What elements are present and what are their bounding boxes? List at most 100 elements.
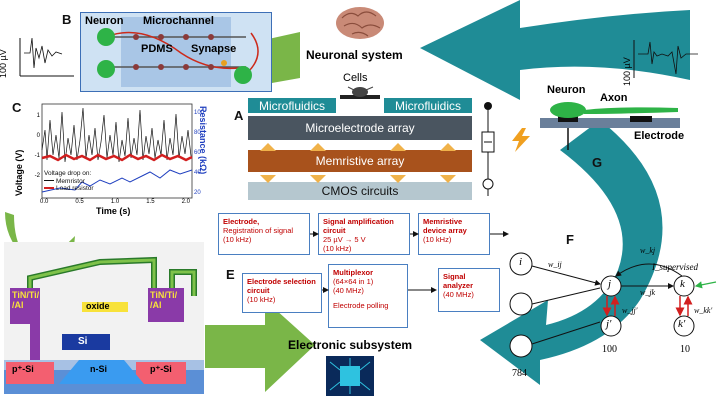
- microelectrode-layer: Microelectrode array: [248, 116, 472, 140]
- panel-c-y2label: Resistance (kΩ): [198, 106, 208, 175]
- flow-box-multiplexor-rate: (40 MHz): [333, 286, 364, 295]
- panel-c-xticks: 0.0 0.5 1.0 1.5 2.0: [40, 199, 190, 205]
- weight-ij: w_ij: [548, 260, 562, 269]
- electronic-subsystem-title: Electronic subsystem: [288, 338, 413, 352]
- panel-d-cross-section: [4, 256, 204, 394]
- flow-box-amplification-title: Signal amplification circuit: [323, 217, 394, 235]
- ytick: 0: [36, 133, 40, 139]
- flow-box-multiplexor-title: Multiplexor: [333, 268, 374, 277]
- panel-d-p-left: p⁺-Si: [12, 364, 34, 374]
- flow-box-electrode-sub: Registration of signal: [223, 226, 294, 235]
- panel-letter-e: E: [226, 267, 235, 282]
- panel-b-neuron-label: Neuron: [85, 15, 124, 27]
- y2tick: 80: [194, 130, 201, 136]
- panel-g-scale-label: 100 µV: [622, 57, 632, 86]
- flow-box-electrode: Electrode, Registration of signal (10 kH…: [218, 213, 310, 255]
- flow-box-amplification-rate: (10 kHz): [323, 244, 352, 253]
- panel-b-microchannel-label: Microchannel: [143, 15, 214, 27]
- panel-d-si: Si: [78, 336, 88, 347]
- microfluidics-left: Microfluidics: [248, 98, 336, 113]
- cmos-label: CMOS circuits: [321, 184, 399, 198]
- cmos-layer: CMOS circuits: [248, 182, 472, 200]
- flow-box-electrode-rate: (10 kHz): [223, 235, 252, 244]
- panel-b-scale-label: 100 µV: [0, 49, 8, 78]
- cells-icon: [340, 86, 380, 99]
- panel-d-oxide: oxide: [86, 301, 110, 311]
- flow-box-electrode-title: Electrode,: [223, 217, 260, 226]
- panel-g-axon-label: Axon: [600, 92, 628, 104]
- panel-c-yticks: 1 0 -1 -2: [30, 106, 40, 186]
- supervised-current: I_supervised: [652, 262, 698, 272]
- flow-box-amplification: Signal amplification circuit 25 µV → 5 V…: [318, 213, 410, 255]
- cells-label: Cells: [343, 72, 368, 84]
- flow-box-multiplexor: Multiplexor (64×64 in 1) (40 MHz) Electr…: [328, 264, 408, 328]
- ytick: -1: [34, 153, 40, 159]
- layer-size-100: 100: [602, 344, 617, 355]
- layer-size-10: 10: [680, 344, 690, 355]
- panel-b-pdms-label: PDMS: [141, 43, 173, 55]
- flow-box-multiplexor-note: Electrode polling: [333, 301, 389, 310]
- panel-c-ylabel: Voltage (V): [14, 149, 24, 196]
- xtick: 2.0: [181, 199, 190, 205]
- microfluidics-left-label: Microfluidics: [258, 98, 325, 113]
- xtick: 0.0: [40, 199, 49, 205]
- panel-letter-b: B: [62, 12, 72, 27]
- microfluidics-right-label: Microfluidics: [394, 98, 461, 113]
- layer-size-784: 784: [512, 368, 527, 379]
- flow-box-selection-rate: (10 kHz): [247, 295, 276, 304]
- panel-letter-a: A: [234, 108, 244, 123]
- node-j: j: [608, 278, 612, 290]
- weight-jk: w_jk: [640, 288, 656, 297]
- xtick: 1.5: [146, 199, 155, 205]
- flow-box-memristive-rate: (10 kHz): [423, 235, 452, 244]
- panel-b-network: [97, 28, 259, 84]
- panel-letter-f: F: [566, 232, 574, 247]
- memristive-label: Memristive array: [315, 154, 405, 168]
- panel-letter-g: G: [592, 155, 603, 170]
- weight-kk: w_kk′: [694, 306, 713, 315]
- memristive-layer: Memristive array: [248, 150, 472, 172]
- panel-c-legend-title: Voltage drop on:: [44, 170, 92, 177]
- y2tick: 20: [194, 190, 201, 196]
- flow-box-memristive: Memristive device array (10 kHz): [418, 213, 490, 255]
- microfluidics-right: Microfluidics: [384, 98, 472, 113]
- panel-g-trace: [633, 40, 698, 78]
- flow-connectors: [310, 231, 509, 293]
- flow-box-analyzer: Signal analyzer (40 MHz): [438, 268, 500, 312]
- panel-c-xlabel: Time (s): [96, 206, 131, 216]
- microchannel-band: [121, 17, 231, 87]
- y2tick: 60: [194, 150, 201, 156]
- ytick: 1: [36, 113, 40, 119]
- flow-box-memristive-title: Memristive device array: [423, 217, 467, 235]
- panel-c-y2ticks: 100 80 60 40 20: [194, 103, 204, 203]
- legend-memristor-row: Memristor: [44, 178, 94, 186]
- y2tick: 100: [194, 110, 205, 116]
- flow-box-analyzer-rate: (40 MHz): [443, 290, 474, 299]
- panel-b-trace: [19, 37, 74, 77]
- node-i: i: [519, 256, 523, 268]
- green-right-arrow: [205, 300, 315, 392]
- legend-load-row: Load resistor: [44, 185, 94, 193]
- flow-box-analyzer-title: Signal analyzer: [443, 272, 474, 290]
- stack-arrows: [260, 143, 456, 183]
- node-k: k: [680, 278, 685, 290]
- xtick: 0.5: [75, 199, 84, 205]
- circuit-symbols: [481, 102, 495, 196]
- microelectrode-label: Microelectrode array: [305, 121, 415, 135]
- panel-d-p-right: p⁺-Si: [150, 364, 172, 374]
- panel-f-network: [509, 252, 717, 358]
- weight-kj: w_kj: [640, 246, 656, 255]
- panel-d-tin-right: TiN/Ti/ /Al: [150, 290, 178, 310]
- flow-box-selection: Electrode selection circuit (10 kHz): [242, 273, 322, 313]
- panel-b: Neuron Microchannel PDMS Synapse: [80, 12, 272, 92]
- panel-letter-c: C: [12, 100, 22, 115]
- panel-c-legend: Voltage drop on: Memristor Load resistor: [44, 170, 94, 193]
- legend-load: Load resistor: [56, 185, 94, 192]
- brain-icon: [336, 7, 384, 39]
- flow-box-amplification-sub: 25 µV → 5 V: [323, 235, 366, 244]
- panel-b-synapse-label: Synapse: [191, 43, 237, 55]
- panel-g-illustration: [540, 102, 680, 150]
- weight-jj: w_jj′: [622, 306, 638, 315]
- lightning-icon: [512, 128, 530, 152]
- panel-g-electrode-label: Electrode: [634, 130, 685, 142]
